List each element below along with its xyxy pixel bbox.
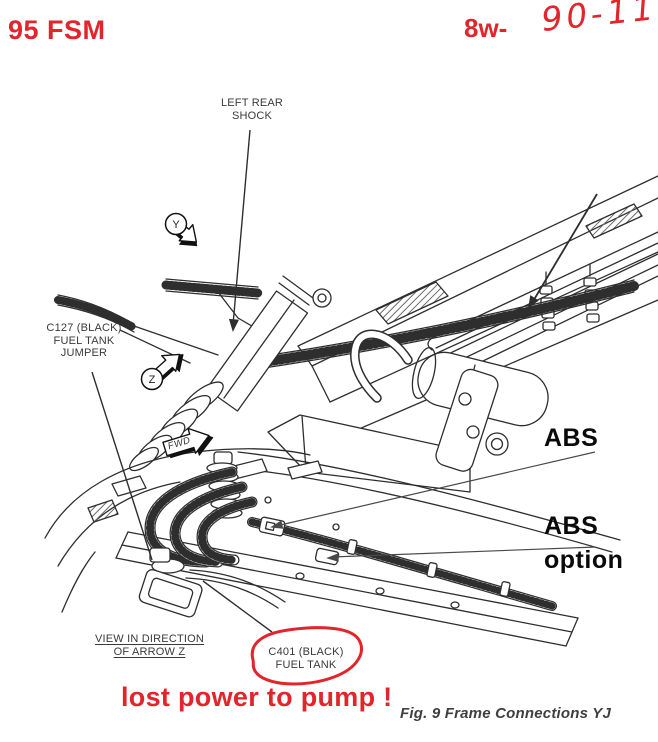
arrow-y-label: Y	[172, 219, 180, 231]
c127-line1: C127 (BLACK)	[46, 322, 122, 334]
c127-line2: FUEL TANK	[53, 334, 115, 347]
arrow-y-icon: Y	[164, 212, 198, 247]
view-direction-line2: OF ARROW Z	[113, 645, 186, 658]
abs-option-line2: option	[544, 546, 624, 574]
c401-connector-label: C401 (BLACK) FUEL TANK	[256, 646, 356, 671]
view-direction-line1: VIEW IN DIRECTION	[94, 633, 205, 645]
c127-line3: JUMPER	[60, 347, 108, 359]
left-rear-shock-line2: SHOCK	[231, 109, 273, 122]
harness-leader-arrowhead	[528, 295, 539, 309]
shock-leader-arrowhead	[228, 318, 239, 332]
view-direction-label: VIEW IN DIRECTION OF ARROW Z	[92, 633, 207, 658]
abs-option-line1: ABS	[544, 512, 599, 540]
arrow-z-icon: Z	[140, 353, 184, 391]
fsm-note: 95 FSM	[8, 15, 106, 45]
upper-frame-assembly	[54, 175, 658, 553]
lost-power-note: lost power to pump !	[121, 682, 393, 712]
left-rear-shock-label: LEFT REAR SHOCK	[202, 97, 302, 122]
abs-option-annotation: ABS option	[544, 509, 623, 577]
c401-line1: C401 (BLACK)	[268, 646, 344, 658]
left-rear-shock-line1: LEFT REAR	[220, 97, 284, 109]
section-ref-note: 8w-	[464, 13, 508, 43]
abs-option-arrowhead	[326, 553, 339, 562]
figure-caption: Fig. 9 Frame Connections YJ	[400, 705, 612, 722]
abs-arrowhead	[270, 520, 284, 529]
c127-connector-label: C127 (BLACK) FUEL TANK JUMPER	[34, 322, 134, 360]
leader-lines	[91, 129, 598, 633]
red-circle-annotation	[250, 626, 363, 686]
abs-leader-lines	[270, 451, 597, 562]
fwd-arrow-icon: FWD	[162, 427, 214, 459]
c401-line2: FUEL TANK	[275, 658, 337, 671]
arrow-z-label: Z	[149, 374, 156, 386]
abs-annotation: ABS	[544, 424, 599, 452]
